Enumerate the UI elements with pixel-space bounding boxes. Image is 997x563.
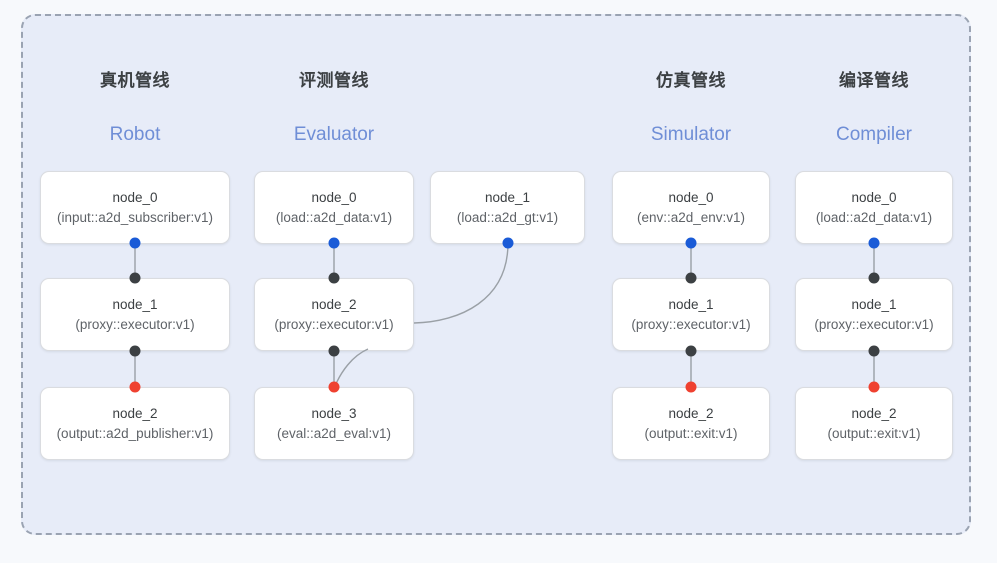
node-name: node_2: [112, 405, 158, 421]
node-spec: (load::a2d_data:v1): [275, 209, 393, 225]
port-evaluator-gt-node_1-out[interactable]: [502, 237, 514, 249]
node-box-evaluator-node_0[interactable]: node_0(load::a2d_data:v1): [254, 171, 414, 244]
node-name: node_2: [668, 405, 714, 421]
node-box-simulator-node_2[interactable]: node_2(output::exit:v1): [612, 387, 770, 460]
node-name: node_0: [668, 189, 714, 205]
column-title-cn-simulator: 仿真管线: [656, 71, 726, 90]
node-box-simulator-node_0[interactable]: node_0(env::a2d_env:v1): [612, 171, 770, 244]
column-title-en-evaluator: Evaluator: [293, 124, 375, 145]
port-simulator-node_2-in[interactable]: [685, 381, 697, 393]
port-evaluator-node_2-in[interactable]: [328, 272, 340, 284]
port-simulator-node_1-in[interactable]: [685, 272, 697, 284]
node-name: node_3: [311, 405, 357, 421]
node-name: node_1: [668, 296, 714, 312]
node-box-compiler-node_2[interactable]: node_2(output::exit:v1): [795, 387, 953, 460]
column-title-cn-robot: 真机管线: [100, 71, 170, 90]
node-name: node_1: [851, 296, 897, 312]
node-name: node_2: [851, 405, 897, 421]
node-box-evaluator-node_2[interactable]: node_2(proxy::executor:v1): [254, 278, 414, 351]
port-robot-node_2-in[interactable]: [129, 381, 141, 393]
node-box-evaluator-node_3[interactable]: node_3(eval::a2d_eval:v1): [254, 387, 414, 460]
column-title-en-robot: Robot: [109, 124, 161, 145]
column-title-cn-compiler: 编译管线: [839, 71, 909, 90]
node-name: node_1: [484, 189, 531, 205]
node-spec: (output::exit:v1): [827, 425, 921, 441]
node-spec: (proxy::executor:v1): [814, 316, 934, 332]
node-box-compiler-node_1[interactable]: node_1(proxy::executor:v1): [795, 278, 953, 351]
port-compiler-node_1-out[interactable]: [868, 345, 880, 357]
port-robot-node_1-out[interactable]: [129, 345, 141, 357]
node-spec: (proxy::executor:v1): [75, 316, 195, 332]
node-name: node_2: [311, 296, 357, 312]
port-robot-node_0-out[interactable]: [129, 237, 141, 249]
node-spec: (output::a2d_publisher:v1): [56, 425, 214, 441]
port-robot-node_1-in[interactable]: [129, 272, 141, 284]
port-evaluator-node_2-out[interactable]: [328, 345, 340, 357]
node-box-evaluator-gt-node_1[interactable]: node_1(load::a2d_gt:v1): [430, 171, 585, 244]
column-title-en-simulator: Simulator: [650, 124, 732, 145]
column-title-en-compiler: Compiler: [835, 124, 913, 145]
node-spec: (load::a2d_gt:v1): [456, 209, 559, 225]
port-compiler-node_2-in[interactable]: [868, 381, 880, 393]
port-compiler-node_0-out[interactable]: [868, 237, 880, 249]
node-name: node_1: [112, 296, 158, 312]
pipeline-column-evaluator-gt: node_1(load::a2d_gt:v1): [430, 0, 585, 563]
node-name: node_0: [112, 189, 158, 205]
node-name: node_0: [851, 189, 897, 205]
node-spec: (input::a2d_subscriber:v1): [56, 209, 214, 225]
node-spec: (eval::a2d_eval:v1): [276, 425, 392, 441]
node-box-compiler-node_0[interactable]: node_0(load::a2d_data:v1): [795, 171, 953, 244]
port-simulator-node_0-out[interactable]: [685, 237, 697, 249]
port-evaluator-node_3-in[interactable]: [328, 381, 340, 393]
port-simulator-node_1-out[interactable]: [685, 345, 697, 357]
node-box-robot-node_2[interactable]: node_2(output::a2d_publisher:v1): [40, 387, 230, 460]
node-box-simulator-node_1[interactable]: node_1(proxy::executor:v1): [612, 278, 770, 351]
node-name: node_0: [311, 189, 357, 205]
node-box-robot-node_0[interactable]: node_0(input::a2d_subscriber:v1): [40, 171, 230, 244]
node-spec: (output::exit:v1): [644, 425, 738, 441]
port-compiler-node_1-in[interactable]: [868, 272, 880, 284]
node-box-robot-node_1[interactable]: node_1(proxy::executor:v1): [40, 278, 230, 351]
node-spec: (load::a2d_data:v1): [815, 209, 933, 225]
node-spec: (proxy::executor:v1): [631, 316, 751, 332]
node-spec: (proxy::executor:v1): [274, 316, 394, 332]
port-evaluator-node_0-out[interactable]: [328, 237, 340, 249]
column-title-cn-evaluator: 评测管线: [299, 71, 369, 90]
node-spec: (env::a2d_env:v1): [636, 209, 746, 225]
